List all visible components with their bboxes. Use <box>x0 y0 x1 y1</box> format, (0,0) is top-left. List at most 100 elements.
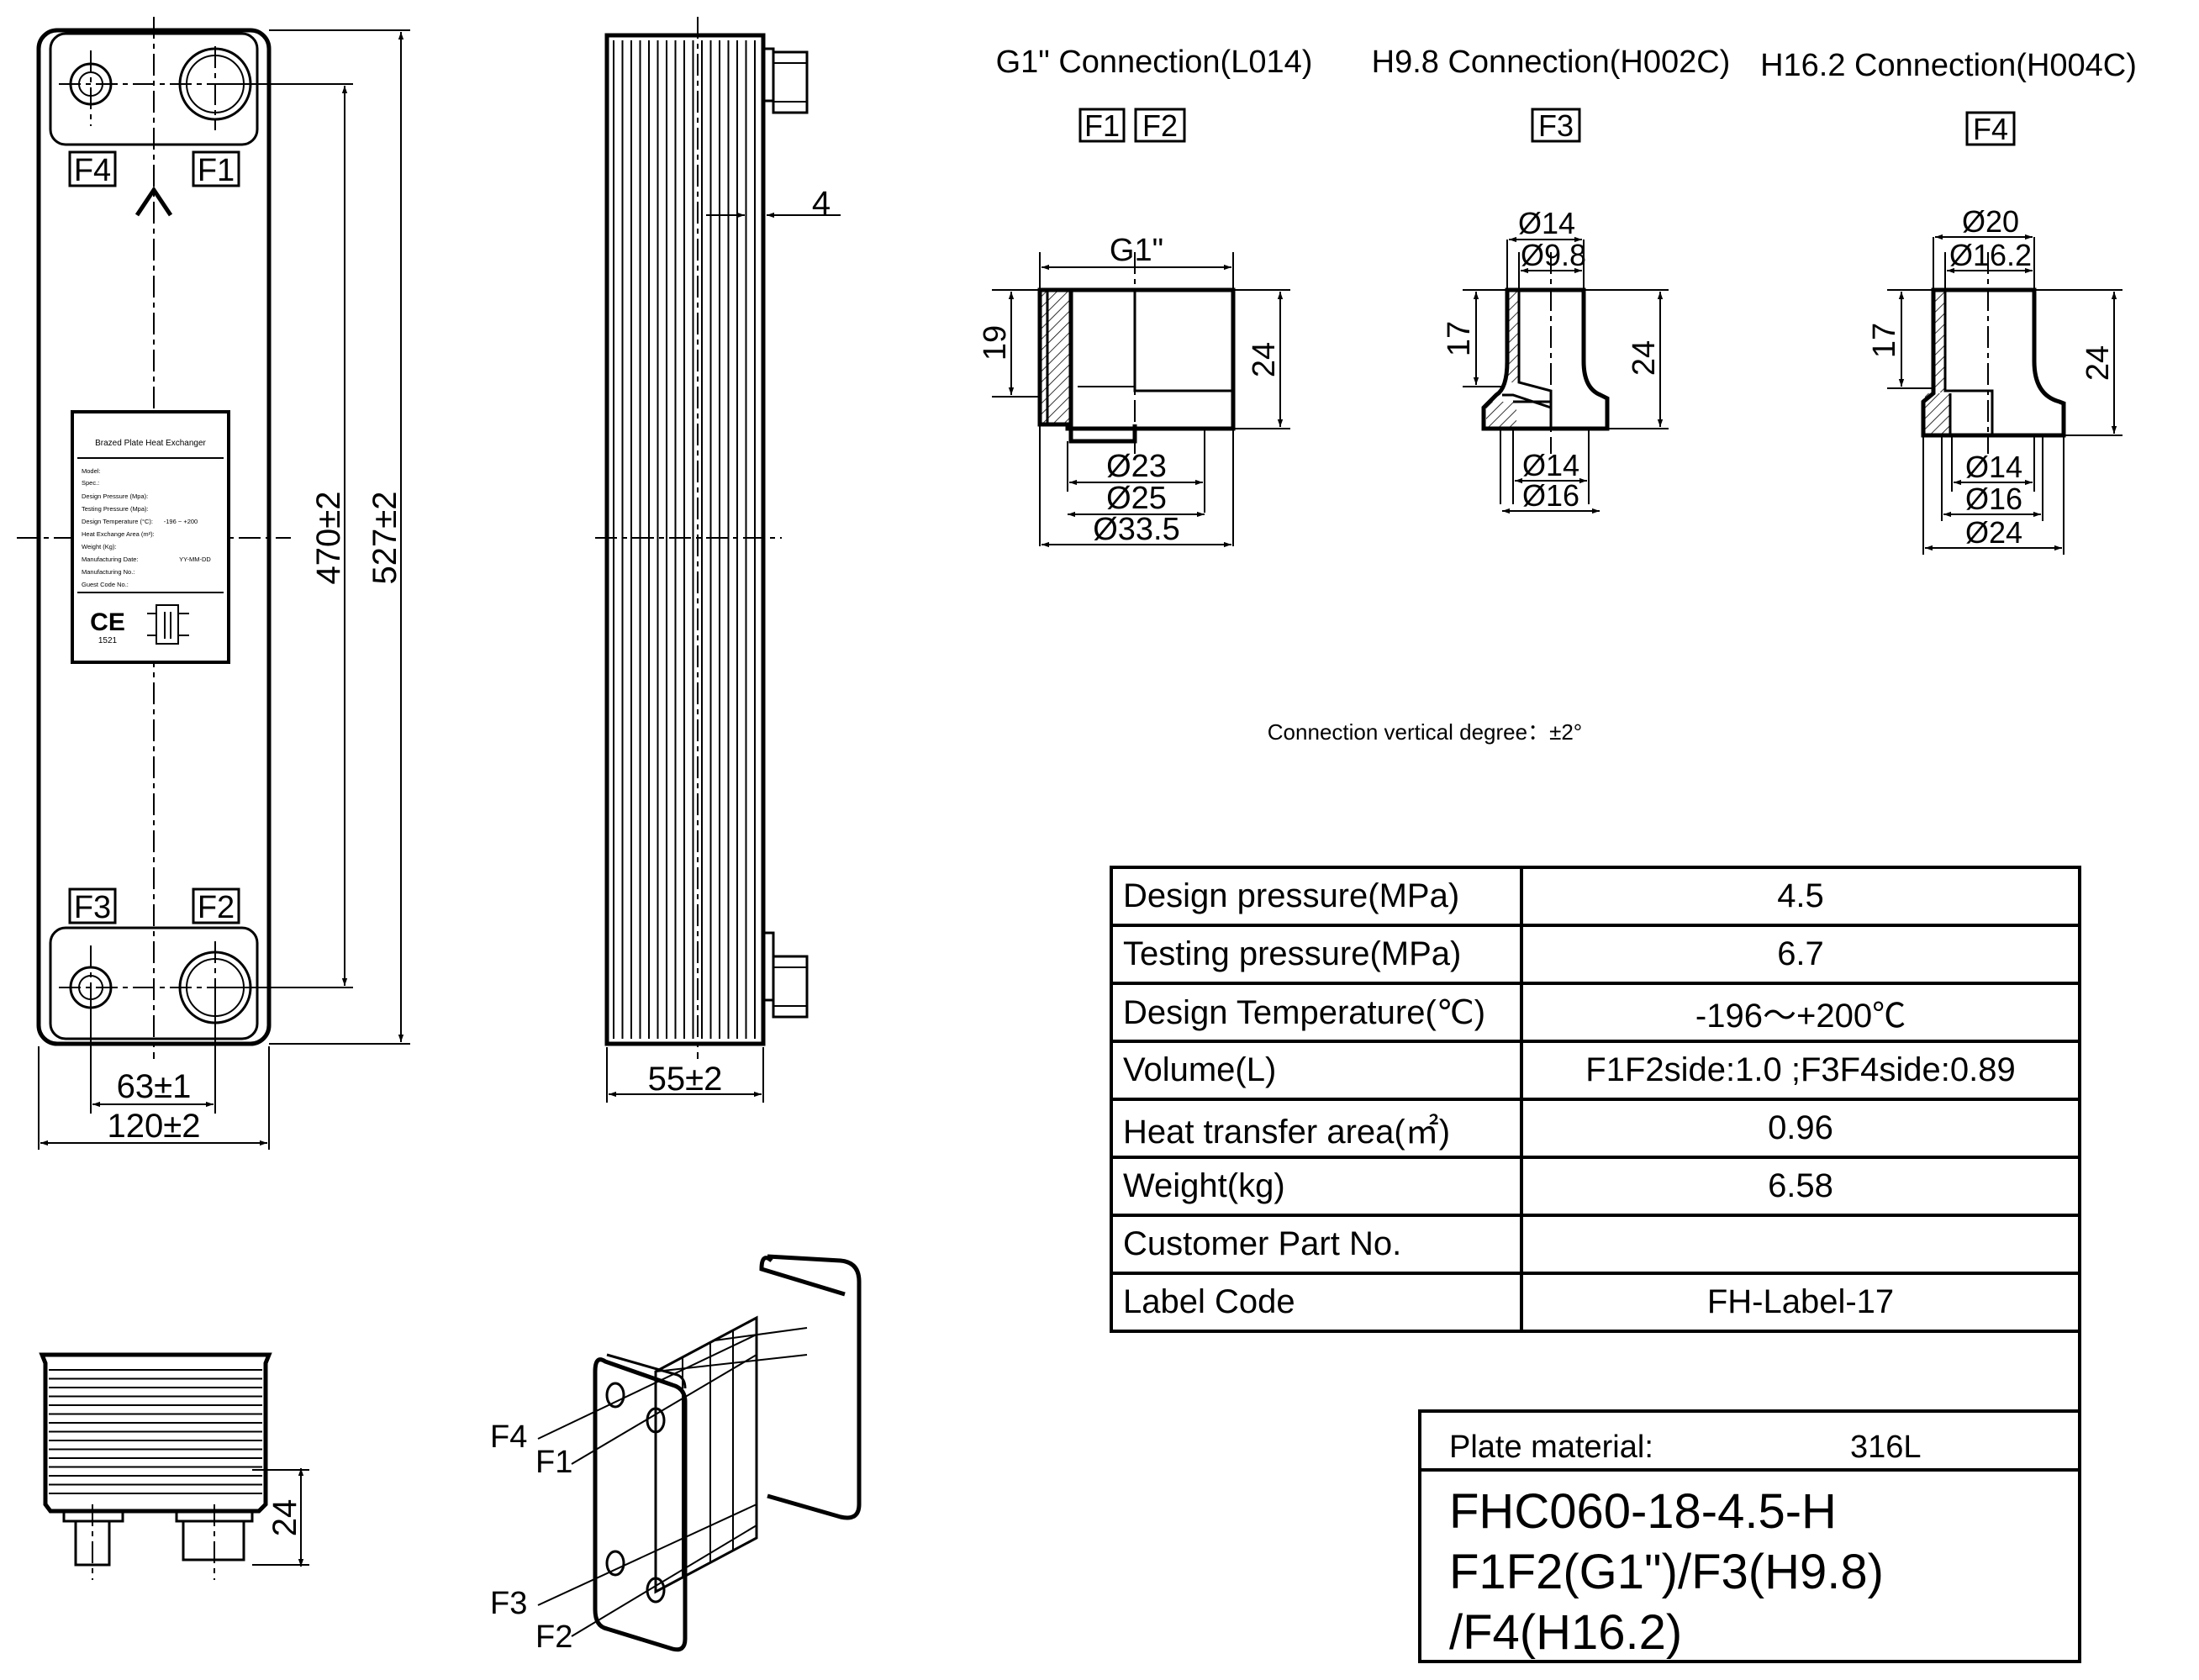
spec-label: Customer Part No. <box>1110 1214 1523 1275</box>
iso-tag-f4: F4 <box>490 1419 527 1455</box>
svg-text:Ø14: Ø14 <box>1965 450 2022 484</box>
spec-value: F1F2side:1.0 ;F3F4side:0.89 <box>1520 1040 2081 1101</box>
material-value: 316L <box>1850 1430 1922 1465</box>
name-plate: Brazed Plate Heat Exchanger Model: Spec.… <box>71 410 230 664</box>
svg-text:Model:: Model: <box>82 467 101 475</box>
svg-text:Ø16.2: Ø16.2 <box>1949 238 2032 272</box>
iso-tag-f2: F2 <box>535 1619 572 1655</box>
port-tag-f3: F3 <box>74 890 111 925</box>
table-row: Testing pressure(MPa)6.7 <box>1110 924 2081 985</box>
spec-label: Weight(kg) <box>1110 1156 1523 1217</box>
bottom-plate-lines <box>49 1369 262 1494</box>
svg-text:17: 17 <box>1867 323 1902 358</box>
flow-schematic-icon <box>156 604 179 645</box>
svg-text:Heat Exchange Area (m²):: Heat Exchange Area (m²): <box>82 530 155 538</box>
isometric-view: F4 F1 F3 F2 <box>490 1254 862 1655</box>
iso-port-f3-icon <box>605 1550 625 1577</box>
g1-title: G1" Connection(L014) <box>996 45 1313 80</box>
spec-label: Testing pressure(MPa) <box>1110 924 1523 985</box>
svg-text:Weight (Kg):: Weight (Kg): <box>82 543 117 550</box>
model-code: FHC060-18-4.5-H F1F2(G1")/F3(H9.8) /F4(H… <box>1449 1482 1884 1663</box>
front-view: F4 F1 F3 F2 Brazed Plate Heat Exchanger … <box>17 17 410 1150</box>
title-block: Plate material: 316L FHC060-18-4.5-H F1F… <box>1418 1409 2080 1663</box>
svg-text:YY-MM-DD: YY-MM-DD <box>179 556 211 563</box>
svg-text:F3: F3 <box>1538 108 1574 143</box>
svg-text:-196 ~ +200: -196 ~ +200 <box>164 518 198 525</box>
svg-text:17: 17 <box>1442 321 1477 356</box>
port-tag-f1: F1 <box>198 153 235 188</box>
svg-text:Manufacturing No.:: Manufacturing No.: <box>82 568 134 576</box>
dim-bottom: 24 <box>266 1499 303 1537</box>
bottom-view: 24 <box>39 1352 309 1580</box>
spec-value: 6.7 <box>1520 924 2081 985</box>
svg-text:24: 24 <box>2080 345 2116 381</box>
svg-text:1521: 1521 <box>98 636 118 645</box>
h162-connection-detail: H16.2 Connection(H004C) F4 Ø20 Ø16.2 17 … <box>1760 48 2137 555</box>
table-row: Volume(L)F1F2side:1.0 ;F3F4side:0.89 <box>1110 1040 2081 1101</box>
spec-label: Design pressure(MPa) <box>1110 866 1523 927</box>
h98-connection-detail: H9.8 Connection(H002C) F3 Ø14 Ø9.8 17 24… <box>1372 45 1730 514</box>
svg-text:Ø25: Ø25 <box>1106 481 1167 516</box>
model-line: F1F2(G1")/F3(H9.8) <box>1449 1545 1884 1599</box>
spec-label: Heat transfer area(㎡) <box>1110 1098 1523 1159</box>
iso-port-f1-icon <box>646 1407 666 1434</box>
table-row: Design pressure(MPa)4.5 <box>1110 866 2081 927</box>
port-tag-f2: F2 <box>198 890 235 925</box>
h162-title: H16.2 Connection(H004C) <box>1760 48 2137 83</box>
svg-text:Design Temperature (°C):: Design Temperature (°C): <box>82 518 153 525</box>
svg-text:Ø9.8: Ø9.8 <box>1521 238 1586 272</box>
bottom-body <box>39 1352 272 1514</box>
spec-value: FH-Label-17 <box>1520 1272 2081 1333</box>
bottom-connector <box>772 955 809 1019</box>
dim-width-inner: 63±1 <box>117 1068 192 1105</box>
svg-text:24: 24 <box>1627 340 1662 376</box>
spec-label: Design Temperature(℃) <box>1110 982 1523 1043</box>
svg-text:Manufacturing Date:: Manufacturing Date: <box>82 556 139 563</box>
h162-body <box>1921 287 2066 438</box>
model-line: /F4(H16.2) <box>1449 1605 1683 1660</box>
svg-text:Spec.:: Spec.: <box>82 479 99 487</box>
g1-connection-detail: G1" Connection(L014) F1 F2 G1" 19 24 Ø23… <box>978 45 1313 548</box>
svg-text:24: 24 <box>1247 342 1282 377</box>
side-view: 4 55±2 <box>595 17 841 1103</box>
iso-port-f4-icon <box>605 1382 625 1409</box>
iso-tag-f1: F1 <box>535 1445 572 1480</box>
iso-back-plate <box>767 1254 862 1520</box>
material-label: Plate material: <box>1449 1430 1653 1465</box>
g1-thread-label: G1" <box>1110 233 1163 268</box>
svg-text:F1: F1 <box>1084 108 1120 143</box>
svg-text:Design Pressure (Mpa):: Design Pressure (Mpa): <box>82 492 148 500</box>
port-f4-icon <box>69 62 113 106</box>
svg-text:F4: F4 <box>1973 112 2008 146</box>
iso-front-plate <box>593 1357 688 1652</box>
model-line: FHC060-18-4.5-H <box>1449 1484 1837 1539</box>
svg-text:Ø33.5: Ø33.5 <box>1093 512 1180 547</box>
svg-text:Ø16: Ø16 <box>1965 482 2022 516</box>
iso-tag-f3: F3 <box>490 1586 527 1621</box>
svg-text:Ø14: Ø14 <box>1522 448 1579 482</box>
port-tag-f4: F4 <box>74 153 111 188</box>
table-row: Weight(kg)6.58 <box>1110 1156 2081 1217</box>
table-row: Customer Part No. <box>1110 1214 2081 1275</box>
svg-text:Ø16: Ø16 <box>1522 478 1579 513</box>
svg-text:Ø20: Ø20 <box>1962 204 2019 239</box>
spec-value: 6.58 <box>1520 1156 2081 1217</box>
spec-label: Volume(L) <box>1110 1040 1523 1101</box>
material-row: Plate material: 316L <box>1421 1413 2080 1472</box>
dim-offset: 4 <box>812 185 831 222</box>
name-plate-title: Brazed Plate Heat Exchanger <box>95 439 206 448</box>
dim-height-total: 527±2 <box>366 492 403 585</box>
svg-text:Ø14: Ø14 <box>1518 206 1575 240</box>
svg-text:19: 19 <box>978 325 1013 361</box>
title-block-right-border <box>2078 866 2081 1663</box>
ce-mark: CE <box>90 608 125 636</box>
top-connector <box>772 50 809 114</box>
vertical-degree-note: Connection vertical degree：±2° <box>1268 719 1582 745</box>
dim-height-inner: 470±2 <box>310 492 347 585</box>
svg-text:Testing Pressure (Mpa):: Testing Pressure (Mpa): <box>82 505 149 513</box>
svg-text:F2: F2 <box>1142 108 1178 143</box>
bottom-port-panel <box>49 926 259 1040</box>
spec-value: 0.96 <box>1520 1098 2081 1159</box>
